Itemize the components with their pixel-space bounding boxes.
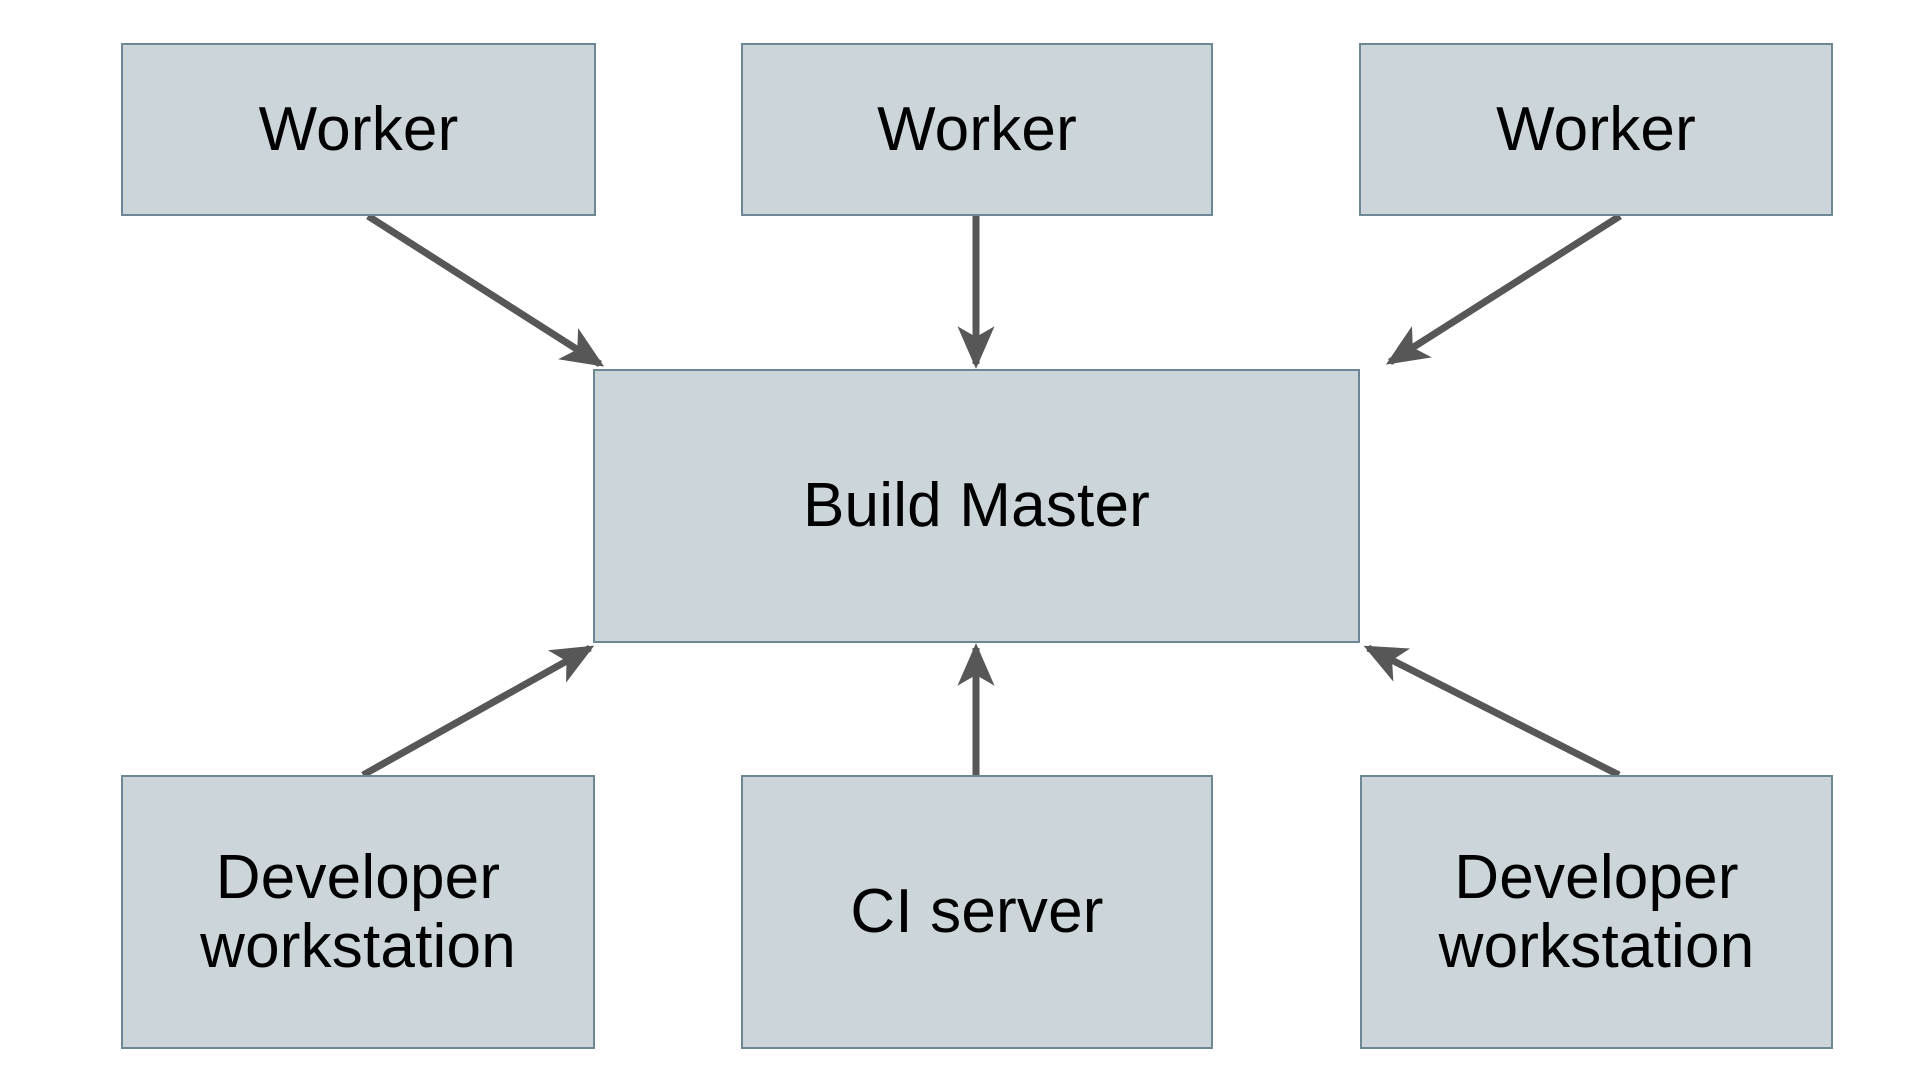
node-label-ci-server: CI server	[850, 877, 1104, 947]
node-label-build-master: Build Master	[803, 471, 1150, 541]
node-dev-left[interactable]: Developer workstation	[121, 775, 595, 1049]
node-worker-left[interactable]: Worker	[121, 43, 596, 216]
node-label-worker-right: Worker	[1496, 94, 1696, 164]
node-label-dev-left: Developer workstation	[200, 842, 516, 981]
node-label-worker-left: Worker	[258, 94, 459, 164]
node-worker-right[interactable]: Worker	[1359, 43, 1833, 216]
node-ci-server[interactable]: CI server	[741, 775, 1213, 1049]
edge-dev-right-to-master	[1363, 644, 1621, 779]
node-worker-center[interactable]: Worker	[741, 43, 1213, 216]
node-dev-right[interactable]: Developer workstation	[1360, 775, 1833, 1049]
node-build-master[interactable]: Build Master	[593, 369, 1360, 643]
edge-worker-left-to-master	[366, 213, 605, 367]
edge-worker-right-to-master	[1385, 213, 1622, 365]
node-label-dev-right: Developer workstation	[1438, 842, 1755, 981]
node-label-worker-center: Worker	[877, 94, 1077, 164]
edge-dev-left-to-master	[361, 644, 595, 779]
